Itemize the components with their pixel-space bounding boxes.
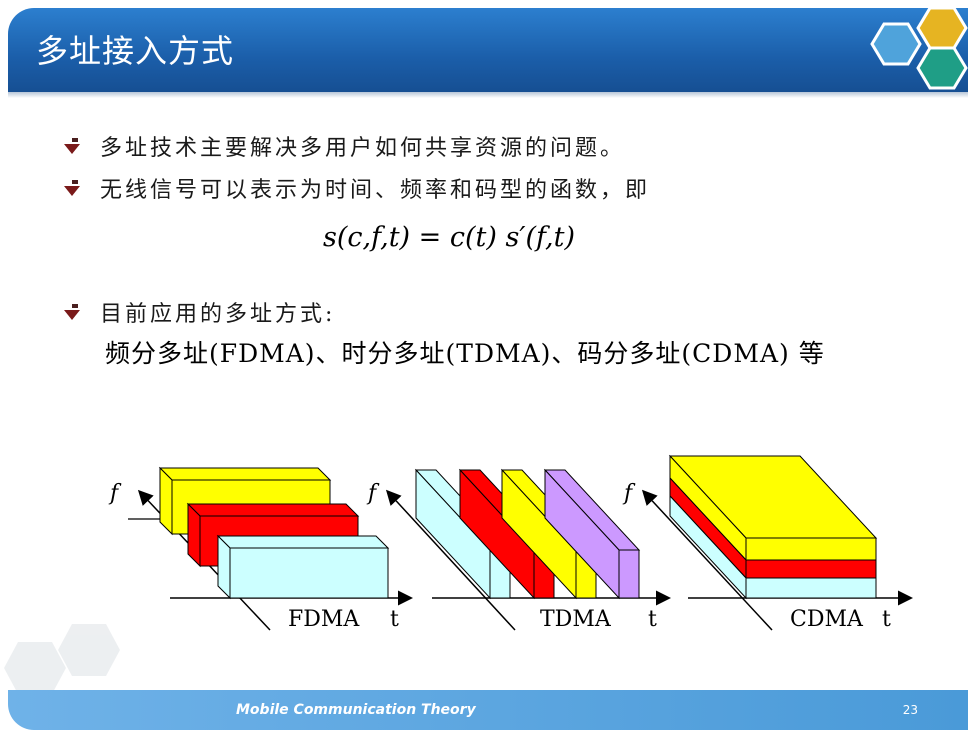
fdma-yellow-top — [158, 467, 332, 481]
cdma-yellow-front — [745, 537, 877, 561]
methods-line: 频分多址(FDMA)、时分多址(TDMA)、码分多址(CDMA) 等 — [105, 339, 825, 368]
cdma-cyan-front — [745, 577, 877, 599]
fdma-diagram: f FDMA t — [108, 466, 413, 632]
slide-title: 多址接入方式 — [36, 32, 235, 70]
bullet-arrow-icon — [64, 304, 80, 320]
bullet-text: 目前应用的多址方式: — [100, 302, 336, 327]
tdma-diagram: f TDMA t — [366, 468, 671, 632]
decorative-hexagons — [4, 624, 120, 690]
fdma-label: FDMA — [288, 607, 360, 632]
tdma-t-label: t — [648, 607, 657, 632]
fdma-f-label: f — [108, 481, 122, 506]
tdma-purple-front — [618, 549, 640, 599]
cdma-red-front — [745, 559, 877, 579]
cdma-t-label: t — [882, 607, 891, 632]
tdma-f-axis — [385, 489, 516, 631]
fdma-t-label: t — [390, 607, 399, 632]
bullet-text: 多址技术主要解决多用户如何共享资源的问题。 — [100, 136, 626, 161]
fdma-yellow-side — [159, 466, 173, 536]
cdma-f-axis — [641, 489, 773, 631]
hexagon-logo — [870, 6, 968, 90]
title-bar — [8, 8, 968, 98]
cdma-f-label: f — [622, 481, 636, 506]
tdma-label: TDMA — [540, 607, 612, 632]
bullet-text: 无线信号可以表示为时间、频率和码型的函数，即 — [100, 178, 651, 203]
signal-formula: s(c,f,t) = c(t) s′(f,t) — [323, 222, 576, 253]
fdma-cyan-front — [229, 547, 389, 599]
fdma-cyan-top — [216, 535, 390, 549]
footer-bar: Mobile Communication Theory 23 — [8, 690, 968, 730]
multiple-access-diagrams: f FDMA t f TDMA t — [4, 454, 913, 690]
fdma-red-top — [186, 503, 360, 517]
tdma-f-label: f — [366, 481, 380, 506]
hexagon-blue — [870, 22, 922, 66]
bullet-arrow-icon — [64, 180, 80, 196]
cdma-label: CDMA — [790, 607, 864, 632]
hexagon-green — [916, 46, 968, 90]
bullet-arrow-icon — [64, 138, 80, 154]
course-title: Mobile Communication Theory — [236, 702, 476, 718]
page-number: 23 — [902, 703, 918, 717]
cdma-diagram: f CDMA t — [622, 454, 913, 632]
